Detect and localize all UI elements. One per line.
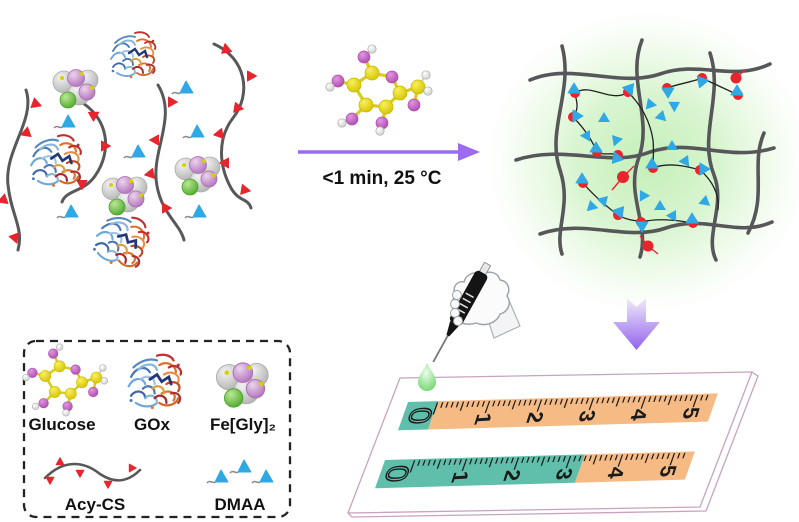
acycs-chain — [43, 462, 142, 482]
ruler-number: 5 — [677, 406, 705, 419]
fegly-cluster — [101, 176, 148, 216]
legend-label-fegly: Fe[Gly]₂ — [210, 415, 276, 434]
green-glow — [483, 7, 799, 317]
ruler-number: 4 — [625, 408, 653, 421]
fegly-cluster — [215, 362, 269, 408]
polymer-chains — [6, 42, 253, 252]
gox-protein — [127, 353, 183, 411]
reaction-arrow — [298, 143, 480, 161]
pipette-hand — [418, 261, 521, 391]
legend-label-glucose: Glucose — [28, 415, 95, 434]
reaction-condition-label: <1 min, 25 °C — [322, 168, 441, 189]
down-arrow — [613, 298, 660, 350]
ruler-strip-2: 0 1 2 3 4 5 — [375, 451, 695, 489]
ruler-number: 1 — [469, 412, 497, 425]
glucose-molecule — [21, 342, 110, 418]
ruler-number: 2 — [498, 469, 526, 482]
dmaa-monomers-legend — [206, 459, 274, 484]
ruler-number: 1 — [446, 470, 474, 483]
fegly-cluster — [52, 69, 99, 109]
ruler-ticks — [409, 452, 686, 473]
legend-label-dmaa: DMAA — [215, 495, 266, 514]
ruler-number: 5 — [654, 464, 682, 477]
droplet — [418, 363, 436, 391]
gox-protein — [29, 133, 83, 189]
network-monomers — [579, 98, 711, 222]
network-junctions — [567, 71, 744, 252]
ruler-ticks — [432, 394, 709, 415]
legend-label-acycs: Acy-CS — [65, 495, 125, 514]
gox-protein — [109, 31, 157, 80]
ruler-number: 3 — [573, 409, 601, 422]
hydrogel-network — [514, 38, 776, 262]
fingertips — [450, 290, 463, 326]
assay-plate: 0 1 2 3 4 5 0 1 2 3 4 5 — [347, 371, 759, 518]
glucose-molecule — [324, 43, 434, 137]
ruler-number: 3 — [550, 467, 578, 480]
ruler-number: 2 — [521, 411, 549, 424]
ruler-number: 4 — [602, 466, 630, 479]
ruler-strip-1: 0 1 2 3 4 5 — [398, 393, 718, 431]
precursor-mixture — [0, 31, 257, 275]
acycs-markers — [45, 457, 137, 489]
ruler-number: 0 — [400, 407, 440, 425]
network-strands — [514, 38, 776, 262]
gox-protein — [88, 206, 156, 275]
legend-label-gox: GOx — [134, 415, 170, 434]
fegly-cluster — [174, 156, 221, 196]
legend-box: Glucose GOx Fe[Gly]₂ Acy-CS DMAA — [21, 339, 292, 519]
ruler-number: 0 — [377, 465, 417, 483]
